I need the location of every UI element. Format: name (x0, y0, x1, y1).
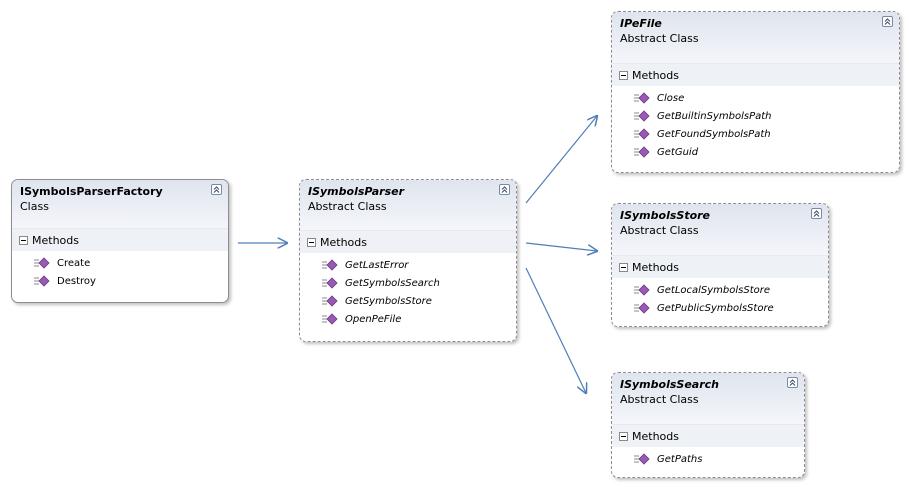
methods-section-header[interactable]: Methods (300, 231, 516, 253)
collapse-minus-icon[interactable] (619, 70, 628, 80)
methods-section-header[interactable]: Methods (612, 425, 804, 447)
method-name: Close (657, 92, 685, 104)
class-name: ISymbolsSearch (620, 378, 719, 391)
class-name: ISymbolsParser (308, 185, 405, 198)
method-icon (322, 313, 338, 325)
method-name: GetLastError (345, 259, 409, 271)
method-item[interactable]: GetSymbolsStore (300, 292, 516, 310)
class-kind: Abstract Class (620, 393, 699, 406)
class-box-isymbolsstore[interactable]: ISymbolsStore Abstract Class Methods Get… (611, 203, 829, 327)
method-icon (634, 302, 650, 314)
method-name: Destroy (57, 275, 96, 287)
class-header: ISymbolsStore Abstract Class (612, 204, 828, 256)
method-name: GetLocalSymbolsStore (657, 284, 771, 296)
method-icon (34, 275, 50, 287)
class-name: ISymbolsParserFactory (20, 185, 163, 198)
collapse-minus-icon[interactable] (19, 235, 28, 245)
method-name: OpenPeFile (345, 313, 402, 325)
method-name: GetFoundSymbolsPath (657, 128, 771, 140)
class-box-isymbolsparser[interactable]: ISymbolsParser Abstract Class Methods Ge… (299, 179, 517, 342)
method-item[interactable]: GetPublicSymbolsStore (612, 299, 828, 317)
class-box-ipefile[interactable]: IPeFile Abstract Class Methods Close (611, 11, 900, 173)
method-item[interactable]: GetLocalSymbolsStore (612, 281, 828, 299)
collapse-minus-icon[interactable] (307, 237, 316, 247)
method-icon (634, 284, 650, 296)
methods-section-header[interactable]: Methods (612, 64, 899, 86)
section-label: Methods (632, 260, 679, 274)
method-icon (634, 453, 650, 465)
method-item[interactable]: GetSymbolsSearch (300, 274, 516, 292)
method-item[interactable]: GetPaths (612, 450, 804, 468)
method-list: GetPaths (612, 447, 804, 472)
collapse-chevron-icon[interactable] (882, 16, 893, 27)
method-item[interactable]: GetLastError (300, 256, 516, 274)
method-item[interactable]: Destroy (12, 272, 228, 290)
method-list: Close GetBuiltinSymbolsPath GetFoundSymb… (612, 86, 899, 165)
method-name: GetBuiltinSymbolsPath (657, 110, 772, 122)
method-name: Create (57, 257, 91, 269)
class-kind: Abstract Class (620, 32, 699, 45)
method-icon (322, 295, 338, 307)
collapse-chevron-icon[interactable] (811, 208, 822, 219)
collapse-chevron-icon[interactable] (211, 184, 222, 195)
method-item[interactable]: Close (612, 89, 899, 107)
method-icon (322, 277, 338, 289)
class-header: ISymbolsParserFactory Class (12, 180, 228, 229)
method-icon (34, 257, 50, 269)
section-label: Methods (320, 235, 367, 249)
method-list: Create Destroy (12, 251, 228, 294)
arrow-parser-to-search (525, 267, 586, 393)
method-name: GetPaths (657, 453, 703, 465)
collapse-chevron-icon[interactable] (499, 184, 510, 195)
method-name: GetPublicSymbolsStore (657, 302, 774, 314)
class-header: ISymbolsSearch Abstract Class (612, 373, 804, 425)
class-kind: Class (20, 200, 49, 213)
class-name: ISymbolsStore (620, 209, 711, 222)
class-box-isymbolssearch[interactable]: ISymbolsSearch Abstract Class Methods Ge… (611, 372, 805, 478)
method-icon (322, 259, 338, 271)
arrow-parser-to-pefile (525, 116, 597, 204)
method-item[interactable]: GetBuiltinSymbolsPath (612, 107, 899, 125)
collapse-minus-icon[interactable] (619, 262, 628, 272)
class-name: IPeFile (620, 17, 662, 30)
method-item[interactable]: GetFoundSymbolsPath (612, 125, 899, 143)
method-name: GetSymbolsSearch (345, 277, 440, 289)
method-list: GetLastError GetSymbolsSearch GetSymbols… (300, 253, 516, 332)
methods-section-header[interactable]: Methods (12, 229, 228, 251)
arrow-parser-to-store (525, 242, 597, 251)
section-label: Methods (632, 68, 679, 82)
method-item[interactable]: OpenPeFile (300, 310, 516, 328)
method-icon (634, 146, 650, 158)
method-item[interactable]: Create (12, 254, 228, 272)
method-icon (634, 92, 650, 104)
method-name: GetGuid (657, 146, 699, 158)
class-kind: Abstract Class (308, 200, 387, 213)
class-box-isymbolsparserfactory[interactable]: ISymbolsParserFactory Class Methods Crea… (11, 179, 229, 303)
method-item[interactable]: GetGuid (612, 143, 899, 161)
class-header: IPeFile Abstract Class (612, 12, 899, 64)
method-icon (634, 128, 650, 140)
section-label: Methods (32, 233, 79, 247)
method-icon (634, 110, 650, 122)
collapse-chevron-icon[interactable] (787, 377, 798, 388)
method-list: GetLocalSymbolsStore GetPublicSymbolsSto… (612, 278, 828, 321)
methods-section-header[interactable]: Methods (612, 256, 828, 278)
section-label: Methods (632, 429, 679, 443)
method-name: GetSymbolsStore (345, 295, 432, 307)
class-kind: Abstract Class (620, 224, 699, 237)
class-header: ISymbolsParser Abstract Class (300, 180, 516, 231)
collapse-minus-icon[interactable] (619, 431, 628, 441)
